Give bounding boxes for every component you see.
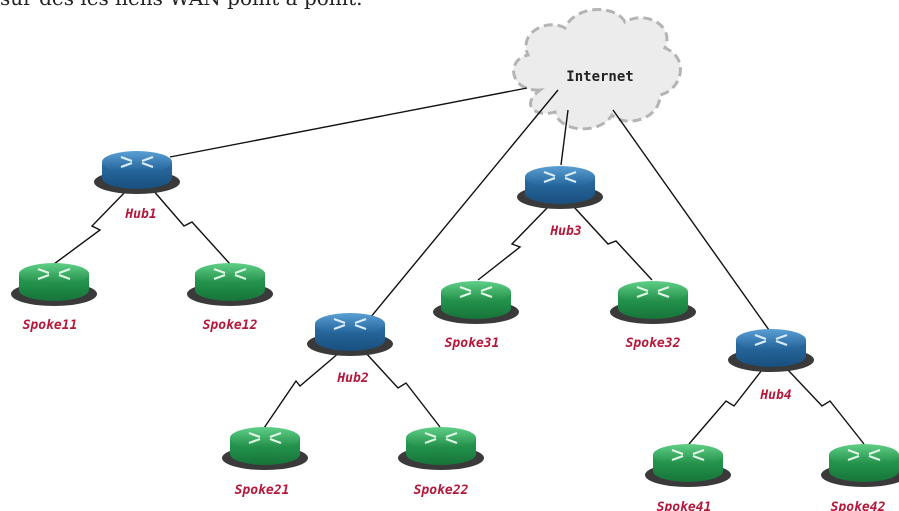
- link-hub3-spoke31: [477, 206, 549, 281]
- link-hub3-spoke32: [573, 206, 653, 281]
- router-icon: [726, 327, 816, 374]
- link-internet-hub1: [169, 87, 528, 158]
- spoke42-router[interactable]: Spoke42: [819, 442, 899, 511]
- spoke21-router[interactable]: Spoke21: [220, 425, 310, 498]
- link-internet-hub3: [560, 109, 569, 166]
- router-icon: [185, 261, 275, 308]
- router-icon: [515, 164, 605, 211]
- serial-links: [53, 188, 865, 445]
- hub1-label: Hub1: [124, 207, 156, 222]
- link-hub4-spoke42: [787, 369, 865, 445]
- router-icon: [608, 279, 698, 326]
- hub2-router[interactable]: Hub2: [305, 311, 395, 386]
- hub3-router[interactable]: Hub3: [515, 164, 605, 239]
- spoke32-label: Spoke32: [626, 336, 681, 351]
- internet-label: Internet: [566, 69, 633, 85]
- caption-text: sur des les liens WAN point à point.: [0, 0, 362, 10]
- link-hub2-spoke21: [263, 351, 341, 429]
- spoke41-router[interactable]: Spoke41: [643, 442, 733, 511]
- spoke21-label: Spoke21: [235, 483, 290, 498]
- internet-links: [169, 87, 770, 331]
- router-icon: [396, 425, 486, 472]
- link-internet-hub4: [612, 109, 770, 331]
- link-hub1-spoke11: [53, 188, 129, 265]
- spoke31-label: Spoke31: [445, 336, 500, 351]
- router-icon: [643, 442, 733, 489]
- spoke22-label: Spoke22: [414, 483, 469, 498]
- spoke12-router[interactable]: Spoke12: [185, 261, 275, 333]
- router-icon: [305, 311, 395, 358]
- spoke41-label: Spoke41: [657, 500, 712, 511]
- router-icon: [92, 149, 182, 196]
- hub1-router[interactable]: Hub1: [92, 149, 182, 222]
- link-hub4-spoke41: [688, 369, 763, 445]
- hub3-label: Hub3: [549, 224, 581, 239]
- spoke11-label: Spoke11: [23, 318, 78, 333]
- link-hub1-spoke12: [151, 188, 231, 265]
- spoke31-router[interactable]: Spoke31: [431, 279, 521, 351]
- router-icon: [431, 279, 521, 326]
- link-internet-hub2: [369, 89, 559, 319]
- hub4-router[interactable]: Hub4: [726, 327, 816, 403]
- router-icon: [819, 442, 899, 489]
- spoke42-label: Spoke42: [831, 500, 886, 511]
- spoke12-label: Spoke12: [203, 318, 258, 333]
- spoke11-router[interactable]: Spoke11: [9, 261, 99, 333]
- spoke32-router[interactable]: Spoke32: [608, 279, 698, 351]
- hub2-label: Hub2: [336, 371, 368, 386]
- link-hub2-spoke22: [364, 351, 441, 428]
- hub4-label: Hub4: [759, 388, 791, 403]
- internet-cloud: Internet: [512, 8, 682, 131]
- spoke22-router[interactable]: Spoke22: [396, 425, 486, 498]
- router-icon: [220, 425, 310, 472]
- router-icon: [9, 261, 99, 308]
